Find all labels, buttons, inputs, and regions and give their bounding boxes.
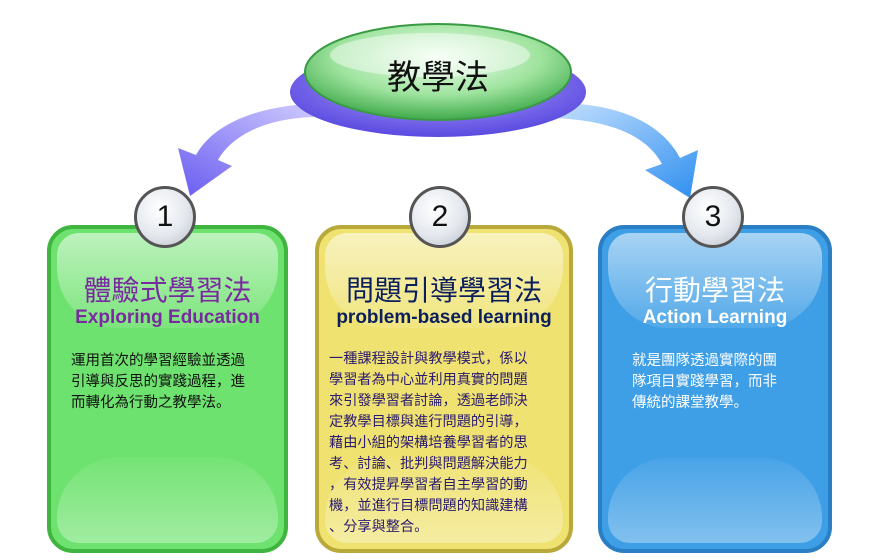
number-badge-2: 2 <box>409 186 471 248</box>
method-title: 行動學習法 <box>644 274 785 307</box>
method-card-action: 行動學習法 Action Learning 就是團隊透過實際的團 隊項目實踐學習… <box>598 225 832 553</box>
number-badge-3: 3 <box>682 186 744 248</box>
method-title: 問題引導學習法 <box>345 274 542 307</box>
method-card-exploring: 體驗式學習法 Exploring Education 運用首次的學習經驗並透過 … <box>47 225 288 553</box>
right-arrow <box>530 103 698 198</box>
method-card-pbl: 問題引導學習法 problem-based learning 一種課程設計與教學… <box>315 225 573 553</box>
method-subtitle: problem-based learning <box>336 307 552 328</box>
number-badge-1: 1 <box>134 186 196 248</box>
method-description: 一種課程設計與教學模式，係以 學習者為中心並利用真實的問題 來引發學習者討論，透… <box>329 351 528 535</box>
center-ellipse <box>304 23 572 121</box>
method-description: 運用首次的學習經驗並透過 引導與反思的實踐過程，進 而轉化為行動之教學法。 <box>71 353 245 411</box>
method-description: 就是團隊透過實際的團 隊項目實踐學習，而非 傳統的課堂教學。 <box>632 353 777 411</box>
method-subtitle: Action Learning <box>642 307 788 328</box>
method-subtitle: Exploring Education <box>75 307 260 328</box>
left-arrow <box>178 103 345 196</box>
method-title: 體驗式學習法 <box>83 274 252 307</box>
connector-arrows <box>178 23 698 198</box>
center-label: 教學法 <box>387 58 489 98</box>
